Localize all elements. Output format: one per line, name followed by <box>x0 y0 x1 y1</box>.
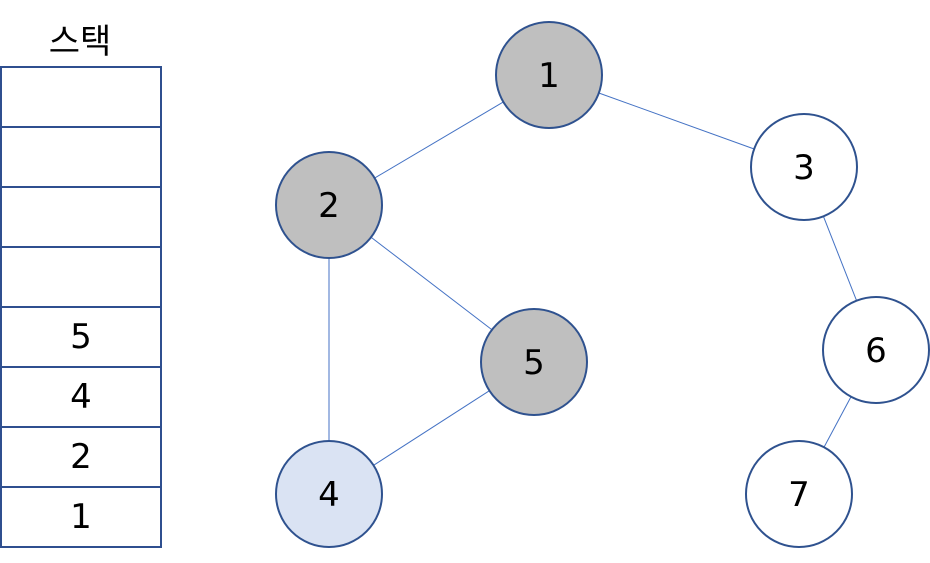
node-label-2: 2 <box>318 186 340 226</box>
node-label-5: 5 <box>523 343 545 383</box>
node-circle-7 <box>745 440 853 548</box>
stack-cell-1 <box>2 128 160 188</box>
node-label-3: 3 <box>793 148 815 188</box>
graph-nodes: 1 2 3 4 5 6 7 <box>275 21 930 548</box>
stack-cell-5: 4 <box>2 368 160 428</box>
edge-4-5 <box>373 390 490 466</box>
node-circle-6 <box>822 296 930 404</box>
node-circle-4 <box>275 440 383 548</box>
edge-1-2 <box>374 101 504 179</box>
edge-6-7 <box>823 396 852 448</box>
node-2: 2 <box>275 151 383 259</box>
node-label-1: 1 <box>538 56 560 96</box>
node-label-7: 7 <box>788 475 810 515</box>
edge-1-3 <box>598 92 755 150</box>
edge-3-6 <box>822 216 858 301</box>
graph-edges <box>328 92 858 466</box>
node-1: 1 <box>495 21 603 129</box>
edge-2-5 <box>370 236 493 331</box>
stack-title: 스택 <box>48 22 112 62</box>
stack-cell-7: 1 <box>2 488 160 548</box>
node-circle-2 <box>275 151 383 259</box>
node-circle-5 <box>480 308 588 416</box>
node-label-6: 6 <box>865 331 887 371</box>
node-5: 5 <box>480 308 588 416</box>
node-4: 4 <box>275 440 383 548</box>
stack-cell-2 <box>2 188 160 248</box>
stack-cell-4: 5 <box>2 308 160 368</box>
stack: 5 4 2 1 <box>0 66 162 548</box>
stack-cell-3 <box>2 248 160 308</box>
stack-cell-0 <box>2 68 160 128</box>
node-circle-3 <box>750 113 858 221</box>
node-label-4: 4 <box>318 475 340 515</box>
node-3: 3 <box>750 113 858 221</box>
node-7: 7 <box>745 440 853 548</box>
node-circle-1 <box>495 21 603 129</box>
stack-cell-6: 2 <box>2 428 160 488</box>
node-6: 6 <box>822 296 930 404</box>
